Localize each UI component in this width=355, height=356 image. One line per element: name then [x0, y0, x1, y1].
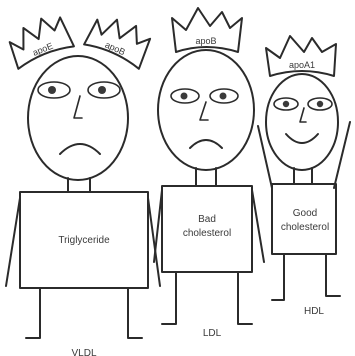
vldl-right-arm [148, 198, 160, 286]
hdl-name-label: HDL [304, 306, 324, 317]
vldl-name-label: VLDL [71, 348, 96, 356]
ldl-crown-label: apoB [195, 36, 216, 46]
ldl-name-label: LDL [203, 328, 222, 339]
ldl-crown-apob: apoB [172, 8, 242, 52]
ldl-right-arm [252, 190, 264, 262]
ldl-nose [200, 102, 208, 120]
vldl-frown-mouth [60, 144, 100, 154]
ldl-head [158, 50, 254, 170]
ldl-frown-mouth [190, 140, 222, 148]
hdl-right-pupil [317, 101, 323, 107]
ldl-body-label-line2: cholesterol [183, 228, 231, 239]
hdl-right-leg [326, 254, 340, 296]
vldl-figure: apoE apoB Triglyceride VLDL [4, 10, 160, 356]
hdl-smile-mouth [286, 134, 318, 143]
ldl-left-pupil [181, 93, 188, 100]
vldl-left-leg [26, 288, 40, 338]
vldl-body-label: Triglyceride [58, 235, 110, 246]
hdl-left-arm [258, 126, 272, 188]
vldl-left-pupil [48, 86, 56, 94]
ldl-body-label-line1: Bad [198, 214, 216, 225]
hdl-left-pupil [283, 101, 289, 107]
hdl-crown-label: apoA1 [289, 60, 315, 70]
ldl-left-leg [162, 272, 176, 324]
hdl-left-leg [272, 254, 284, 300]
vldl-nose [74, 96, 82, 118]
hdl-body-label-line2: cholesterol [281, 222, 329, 233]
vldl-crown-apoe: apoE [4, 11, 74, 69]
hdl-body [272, 184, 336, 254]
hdl-crown-apoa1: apoA1 [266, 36, 336, 76]
ldl-right-pupil [220, 93, 227, 100]
hdl-nose [300, 108, 306, 122]
vldl-right-pupil [98, 86, 106, 94]
ldl-right-leg [238, 272, 252, 324]
hdl-body-label-line1: Good [293, 208, 317, 219]
vldl-left-arm [6, 198, 20, 286]
ldl-left-arm [154, 190, 162, 262]
vldl-right-leg [128, 288, 142, 338]
hdl-figure: apoA1 Good cholesterol HDL [258, 36, 350, 317]
ldl-figure: apoB Bad cholesterol LDL [154, 8, 264, 339]
